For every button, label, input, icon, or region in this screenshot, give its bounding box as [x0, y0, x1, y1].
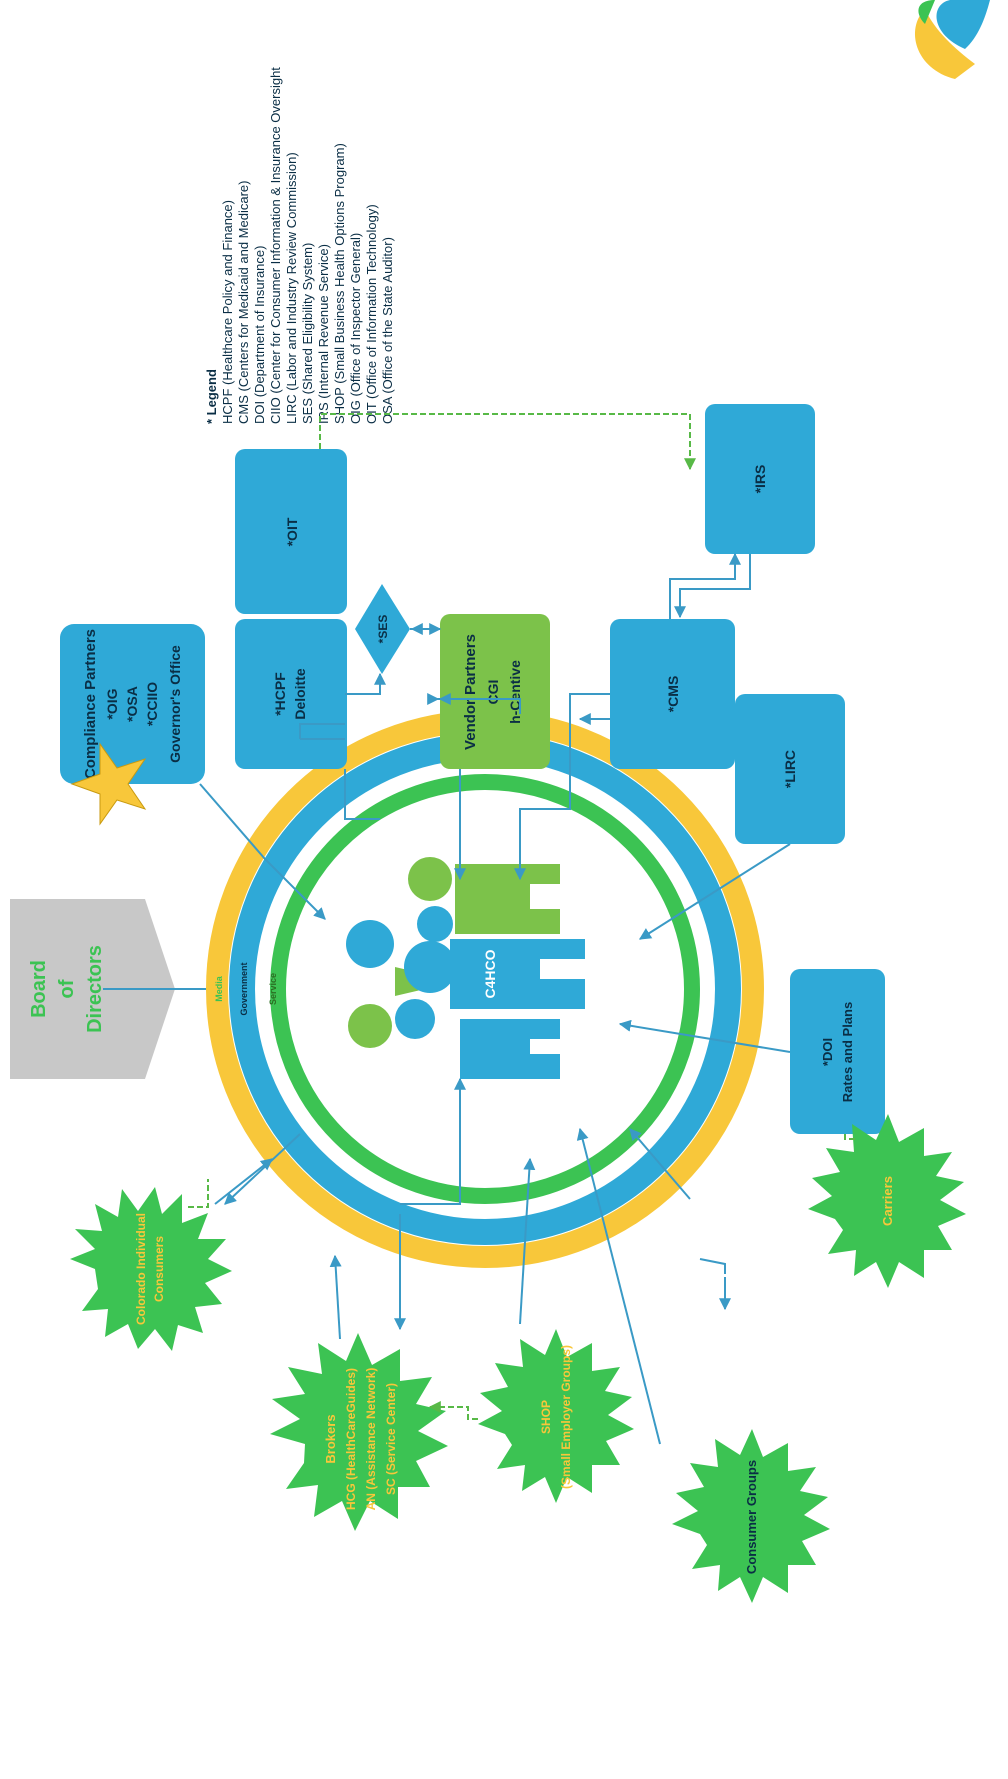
star-icon	[70, 742, 147, 826]
center-label: C4HCO	[482, 949, 498, 998]
svg-text:*OIG: *OIG	[104, 688, 120, 719]
legend-item: CMS (Centers for Medicaid and Medicare)	[236, 181, 251, 424]
legend-item: LIRC (Labor and Industry Review Commissi…	[284, 152, 299, 424]
ses-diamond: *SES	[355, 584, 410, 674]
svg-text:SC (Service Center): SC (Service Center)	[384, 1383, 398, 1495]
svg-text:Compliance Partners: Compliance Partners	[82, 629, 99, 779]
legend: * Legend HCPF (Healthcare Policy and Fin…	[204, 67, 395, 424]
board-of-directors: Board of Directors	[10, 899, 175, 1079]
svg-text:*CCIIO: *CCIIO	[144, 682, 160, 726]
irs-box: *IRS	[705, 404, 815, 554]
vendor-partners-box: Vendor Partners CGI h-Centive	[440, 614, 550, 769]
legend-item: CIIO (Center for Consumer Information & …	[268, 67, 283, 424]
logo-icon	[915, 0, 990, 79]
consumer-groups-star: Consumer Groups	[672, 1429, 830, 1603]
svg-text:Vendor Partners: Vendor Partners	[462, 634, 479, 750]
svg-text:Rates and Plans: Rates and Plans	[840, 1002, 855, 1102]
board-label-line: of	[56, 979, 78, 998]
legend-item: OIG (Office of Inspector General)	[348, 233, 363, 424]
svg-text:Brokers: Brokers	[323, 1414, 338, 1463]
legend-item: HCPF (Healthcare Policy and Finance)	[220, 200, 235, 424]
svg-text:Carriers: Carriers	[880, 1176, 895, 1226]
oit-box: *OIT	[235, 449, 347, 614]
colorado-individual-consumers-star: Colorado Individual Consumers	[70, 1187, 232, 1351]
svg-text:*HCPF: *HCPF	[272, 672, 288, 716]
svg-text:Deloitte: Deloitte	[292, 668, 308, 720]
hcpf-deloitte-box: *HCPF Deloitte	[235, 619, 347, 769]
lirc-box: *LIRC	[735, 694, 845, 844]
svg-text:Consumers: Consumers	[152, 1236, 166, 1302]
svg-text:*IRS: *IRS	[752, 465, 768, 494]
ring-government-label: Government	[239, 962, 249, 1015]
doi-box: *DOI Rates and Plans	[790, 969, 885, 1134]
legend-item: SHOP (Small Business Health Options Prog…	[332, 143, 347, 424]
svg-text:CGI: CGI	[485, 680, 501, 705]
svg-text:Colorado Individual: Colorado Individual	[134, 1213, 148, 1325]
svg-text:AN (Assistance Network): AN (Assistance Network)	[364, 1368, 378, 1511]
svg-text:*OIT: *OIT	[284, 517, 300, 546]
legend-item: OIT (Office of Information Technology)	[364, 204, 379, 424]
svg-text:SHOP: SHOP	[539, 1400, 553, 1434]
compliance-partners-box: Compliance Partners *OIG *OSA *CCIIO Gov…	[60, 624, 205, 826]
svg-text:HCG (HealthCareGuides): HCG (HealthCareGuides)	[344, 1368, 358, 1510]
board-label-line: Board	[28, 960, 50, 1018]
legend-item: OSA (Office of the State Auditor)	[380, 237, 395, 424]
legend-title: * Legend	[204, 369, 219, 424]
legend-item: IRS (Internal Revenue Service)	[316, 244, 331, 424]
ring-media-label: Media	[214, 975, 224, 1002]
people-icon: C4HCO	[346, 857, 585, 1079]
svg-text:Governor's Office: Governor's Office	[167, 645, 183, 763]
legend-item: SES (Shared Eligibility System)	[300, 243, 315, 424]
svg-text:*DOI: *DOI	[820, 1038, 835, 1066]
svg-text:Consumer Groups: Consumer Groups	[744, 1460, 759, 1574]
brokers-star: Brokers HCG (HealthCareGuides) AN (Assis…	[270, 1333, 448, 1531]
svg-text:*CMS: *CMS	[665, 676, 681, 713]
ring-service-label: Service	[268, 973, 278, 1005]
board-label-line: Directors	[84, 945, 106, 1033]
svg-text:h-Centive: h-Centive	[507, 660, 523, 724]
carriers-star: Carriers	[808, 1114, 966, 1288]
shop-star: SHOP (Small Employer Groups)	[478, 1329, 634, 1503]
svg-text:*OSA: *OSA	[124, 686, 140, 722]
svg-text:*SES: *SES	[376, 615, 390, 644]
svg-text:(Small Employer Groups): (Small Employer Groups)	[559, 1345, 573, 1489]
cms-box: *CMS	[610, 619, 735, 769]
legend-item: DOI (Department of Insurance)	[252, 246, 267, 424]
svg-text:*LIRC: *LIRC	[782, 750, 798, 788]
